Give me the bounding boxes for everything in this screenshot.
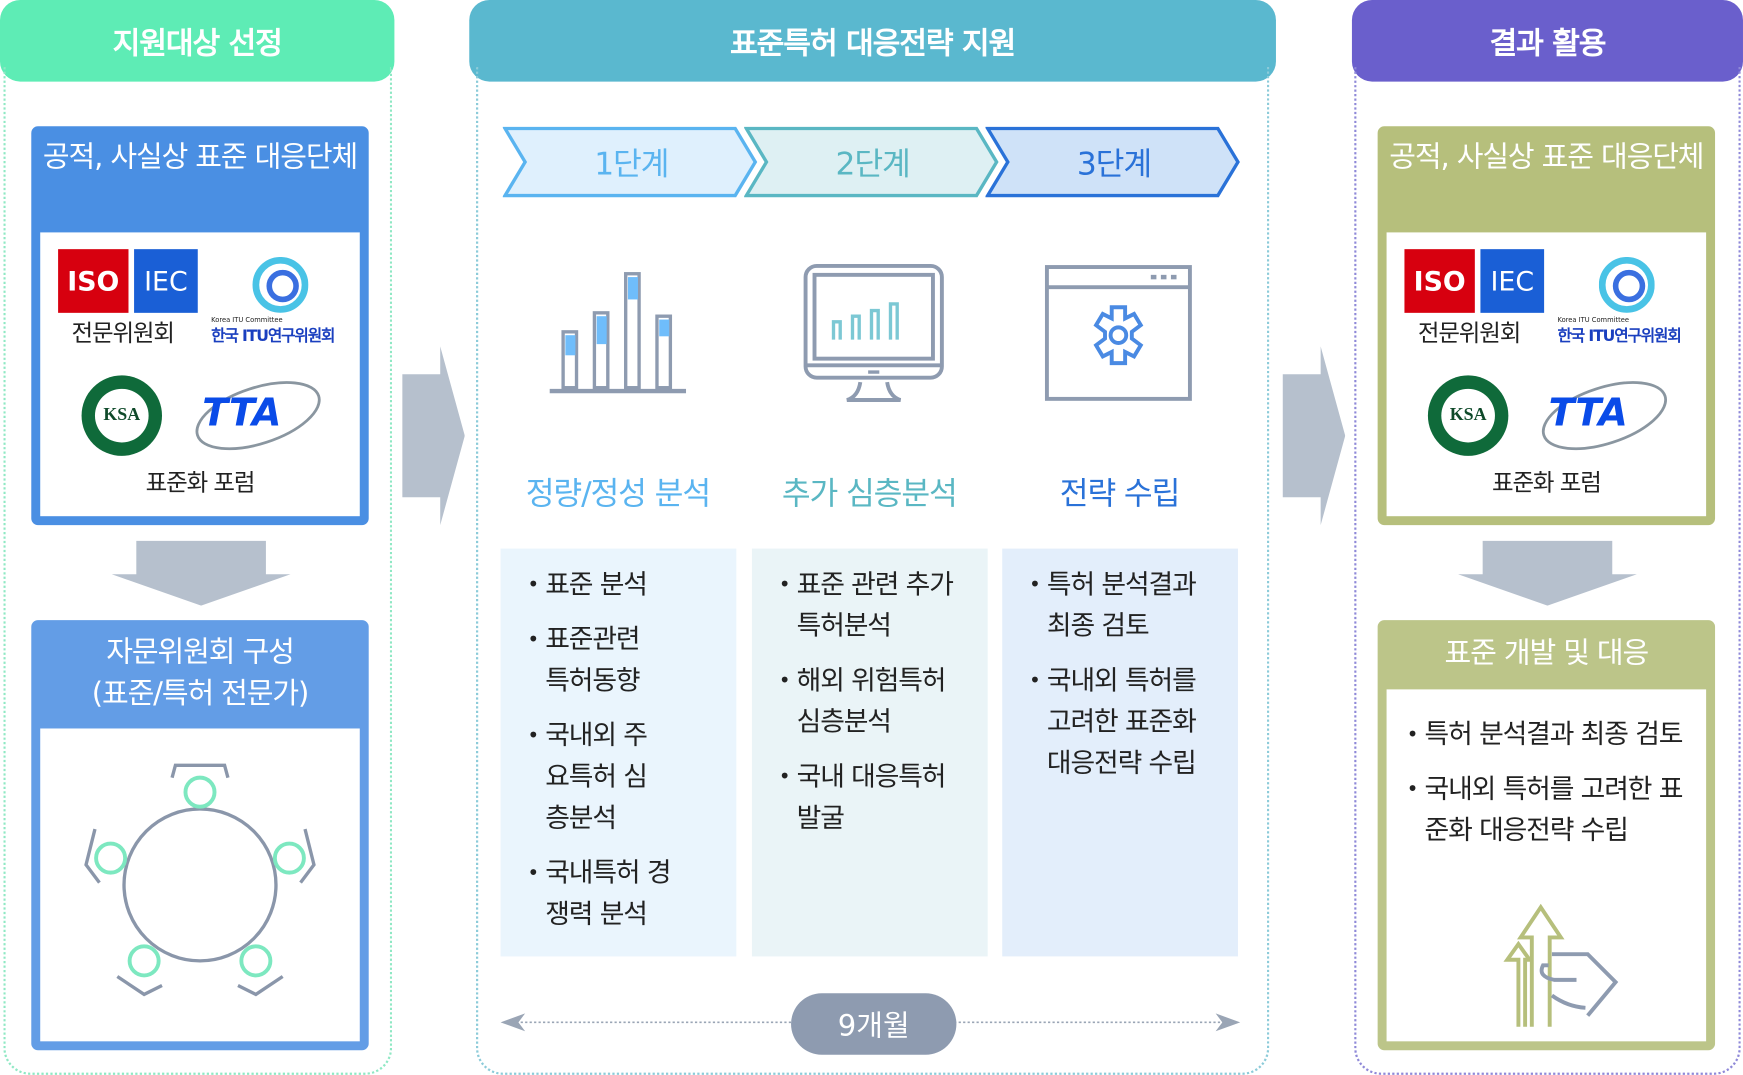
box-title: 공적, 사실상 표준 대응단체 [42, 140, 358, 175]
list-item: 해외 위험특허 심층분석 [779, 660, 969, 743]
logos-area: ISO IEC 전문위원회 Korea ITU Committee 한국 ITU… [1386, 232, 1707, 517]
itu-logo-icon [252, 256, 309, 313]
growth-hand-icon [1503, 903, 1619, 1027]
strategy-panel [475, 67, 1270, 1075]
advisory-committee-box: 자문위원회 구성 (표준/특허 전문가) [31, 620, 369, 1051]
arrow-right-icon [1282, 346, 1346, 526]
stage-1: 1단계 [502, 126, 760, 198]
logos-area: ISO IEC 전문위원회 Korea ITU Committee 한국 ITU… [40, 232, 360, 517]
arrow-down-icon [1458, 540, 1637, 606]
result-area: 특허 분석결과 최종 검토 국내외 특허를 고려한 표준화 대응전략 수립 [1386, 689, 1707, 1042]
standards-bodies-box: 공적, 사실상 표준 대응단체 ISO IEC 전문위원회 Korea ITU … [31, 126, 369, 526]
column-list: 특허 분석결과 최종 검토 국내외 특허를 고려한 표준화 대응전략 수립 [1002, 548, 1238, 957]
committee-label: 전문위원회 [71, 319, 175, 347]
column-title: 전략 수립 [1059, 474, 1181, 512]
committee-label: 전문위원회 [1417, 319, 1521, 347]
tta-logo [195, 381, 321, 451]
column-title: 정량/정성 분석 [525, 474, 711, 512]
iec-logo: IEC [134, 249, 198, 313]
ksa-logo: KSA [81, 375, 163, 456]
standard-development-box: 표준 개발 및 대응 특허 분석결과 최종 검토 국내외 특허를 고려한 표준화… [1377, 620, 1716, 1051]
itu-label: 한국 ITU연구위원회 [211, 327, 335, 346]
stage-2: 2단계 [744, 126, 1001, 198]
tta-label: TTA [202, 391, 282, 436]
column-title: 추가 심층분석 [781, 474, 958, 512]
itu-label: 한국 ITU연구위원회 [1557, 327, 1682, 346]
forum-label: 표준화 포럼 [1491, 469, 1602, 497]
list-item: 국내외 주요특허 심층분석 [527, 715, 650, 839]
stage-3: 3단계 [985, 126, 1242, 198]
arrow-right-icon [402, 346, 465, 526]
list-item: 국내특허 경쟁력 분석 [527, 852, 683, 935]
header-strategy: 표준특허 대응전략 지원 [469, 0, 1276, 82]
duration-badge: 9개월 [791, 993, 957, 1055]
result-panel [1354, 67, 1741, 1075]
monitor-analytics-icon [803, 263, 944, 402]
tta-logo [1541, 381, 1668, 451]
meeting-area [40, 728, 360, 1042]
list-item: 특허 분석결과 최종 검토 [1407, 714, 1695, 755]
round-table-meeting-icon [84, 763, 316, 997]
column-list: 표준 관련 추가 특허분석 해외 위험특허 심층분석 국내 대응특허 발굴 [751, 548, 988, 957]
iso-logo: ISO [1404, 249, 1475, 313]
itu-logo-icon [1598, 256, 1655, 313]
header-result: 결과 활용 [1351, 0, 1743, 82]
header-select: 지원대상 선정 [0, 0, 395, 82]
iso-logo: ISO [58, 249, 129, 313]
ksa-logo: KSA [1427, 375, 1509, 456]
list-item: 국내외 특허를 고려한 표준화 대응전략 수립 [1029, 660, 1222, 784]
settings-window-icon [1044, 265, 1192, 401]
itu-small-label: Korea ITU Committee [1557, 316, 1629, 325]
list-item: 국내 대응특허 발굴 [779, 756, 969, 839]
tta-label: TTA [1548, 391, 1628, 436]
itu-small-label: Korea ITU Committee [211, 316, 283, 325]
box-title-line2: (표준/특허 전문가) [91, 677, 310, 711]
standards-bodies-box: 공적, 사실상 표준 대응단체 ISO IEC 전문위원회 Korea ITU … [1377, 126, 1716, 526]
list-item: 표준 분석 [527, 564, 720, 605]
bar-chart-icon [549, 272, 687, 394]
list-item: 국내외 특허를 고려한 표준화 대응전략 수립 [1407, 769, 1695, 852]
list-item: 특허 분석결과 최종 검토 [1029, 564, 1222, 647]
forum-label: 표준화 포럼 [145, 469, 256, 497]
iec-logo: IEC [1480, 249, 1545, 313]
select-panel [3, 67, 393, 1075]
box-title-line1: 자문위원회 구성 [106, 635, 295, 670]
box-title: 표준 개발 및 대응 [1444, 636, 1650, 671]
result-list: 특허 분석결과 최종 검토 국내외 특허를 고려한 표준화 대응전략 수립 [1407, 714, 1695, 865]
list-item: 표준관련 특허동향 [527, 619, 650, 702]
box-title: 공적, 사실상 표준 대응단체 [1389, 140, 1704, 175]
arrow-down-icon [111, 540, 291, 606]
column-list: 표준 분석 표준관련 특허동향 국내외 주요특허 심층분석 국내특허 경쟁력 분… [500, 548, 737, 957]
list-item: 표준 관련 추가 특허분석 [779, 564, 972, 647]
